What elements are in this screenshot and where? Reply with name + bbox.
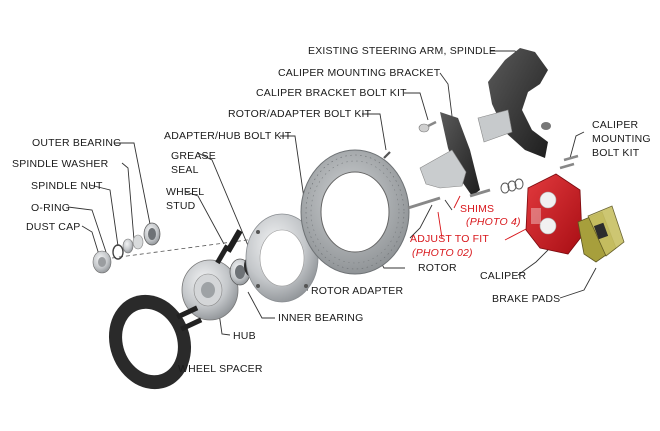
spindle-nut-part [122, 238, 134, 254]
rotor-adapter-bolt-part [383, 151, 391, 159]
label-rotor-adapter-bolt-kit: ROTOR/ADAPTER BOLT KIT [228, 108, 372, 120]
label-inner-bearing: INNER BEARING [278, 312, 364, 324]
label-rotor-adapter: ROTOR ADAPTER [311, 285, 404, 297]
label-wheel-stud-1: WHEEL [166, 186, 205, 198]
outer-bearing-part [143, 222, 161, 246]
caliper-part [525, 173, 583, 255]
spindle-washer-part [132, 234, 144, 250]
caliper-bracket-part [407, 112, 491, 210]
label-hub: HUB [233, 330, 256, 342]
dust-cap-part [92, 250, 112, 274]
label-brake-pads: BRAKE PADS [492, 293, 561, 305]
label-rotor: ROTOR [418, 262, 457, 274]
label-adjust-to-fit: ADJUST TO FIT [410, 233, 490, 245]
label-outer-bearing: OUTER BEARING [32, 137, 122, 149]
label-wheel-spacer: WHEEL SPACER [178, 363, 263, 375]
hub-part [176, 244, 239, 332]
label-spindle-washer: SPINDLE WASHER [12, 158, 109, 170]
label-grease-seal-2: SEAL [171, 164, 199, 176]
label-steering-arm: EXISTING STEERING ARM, SPINDLE [308, 45, 497, 57]
label-caliper-mounting-bolt-kit-2: MOUNTING [592, 133, 651, 145]
label-caliper-mounting-bolt-kit-3: BOLT KIT [592, 147, 640, 159]
shims-part [500, 178, 524, 194]
label-adapter-hub-bolt-kit: ADAPTER/HUB BOLT KIT [164, 130, 292, 142]
label-caliper-mounting-bracket: CALIPER MOUNTING BRACKET [278, 67, 441, 79]
label-shims: SHIMS [460, 203, 495, 215]
caliper-bracket-bolt-part [418, 120, 437, 133]
rotor-part [300, 149, 410, 275]
label-caliper-bracket-bolt-kit: CALIPER BRACKET BOLT KIT [256, 87, 407, 99]
label-dust-cap: DUST CAP [26, 221, 81, 233]
label-shims-photo: (PHOTO 4) [466, 216, 521, 228]
label-caliper: CALIPER [480, 270, 527, 282]
o-ring-part [112, 244, 124, 260]
wheel-spacer-part [108, 294, 192, 390]
rotor-adapter-part [245, 213, 319, 303]
label-wheel-stud-2: STUD [166, 200, 196, 212]
steering-arm-spindle-part [477, 48, 551, 158]
label-o-ring: O-RING [31, 202, 71, 214]
label-grease-seal-1: GREASE [171, 150, 216, 162]
red-leader-lines [437, 195, 529, 241]
label-caliper-mounting-bolt-kit-1: CALIPER [592, 119, 639, 131]
label-adjust-photo: (PHOTO 02) [412, 247, 473, 259]
label-spindle-nut: SPINDLE NUT [31, 180, 103, 192]
brake-pads-part [577, 205, 625, 263]
wheel-stud-part [225, 229, 243, 253]
caliper-mounting-bolt-part [559, 154, 579, 170]
